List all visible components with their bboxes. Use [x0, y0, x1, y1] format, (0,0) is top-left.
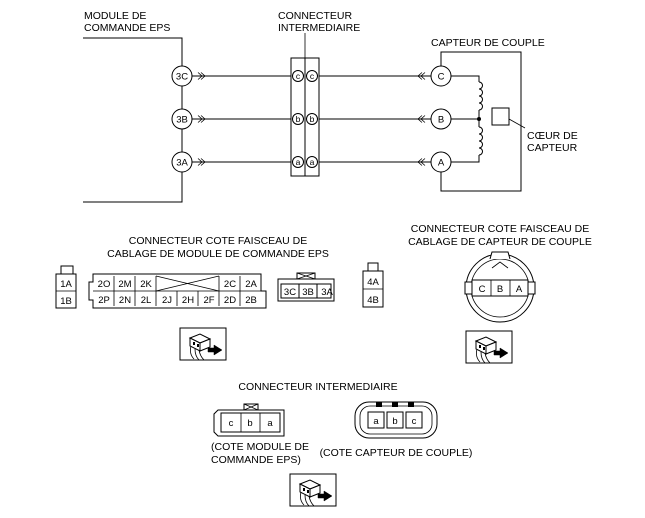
eps-module-title-1: MODULE DE: [84, 10, 146, 22]
intermediate-title-2: INTERMEDIAIRE: [278, 22, 360, 34]
connector-view-icon: [289, 473, 337, 507]
svg-text:c: c: [412, 416, 417, 427]
svg-text:a: a: [310, 157, 315, 167]
sensor-core: [491, 107, 526, 129]
svg-text:c: c: [229, 418, 234, 429]
svg-text:2J: 2J: [162, 295, 172, 306]
sensor-pin-c: C: [430, 65, 452, 87]
svg-text:2D: 2D: [224, 295, 236, 306]
svg-text:C: C: [479, 284, 486, 295]
connector-intermediate-sensor-side: a b c: [354, 401, 438, 439]
svg-text:c: c: [310, 71, 315, 81]
intermediate-pin-b: b b: [292, 113, 318, 125]
svg-text:2L: 2L: [141, 295, 152, 306]
harness-sensor-title-2: CABLAGE DE CAPTEUR DE COUPLE: [408, 236, 592, 248]
harness-eps-title-1: CONNECTEUR COTE FAISCEAU DE: [129, 235, 308, 247]
connector-view-icon: [179, 327, 227, 361]
sensor-pin-b: B: [430, 108, 452, 130]
connector-intermediate-eps-side: c b a: [213, 403, 285, 437]
svg-text:2K: 2K: [140, 279, 152, 290]
wire-c-right: [319, 72, 431, 80]
connector-view-icon: [465, 330, 513, 364]
svg-text:2N: 2N: [119, 295, 131, 306]
connector-3-pin: 3C 3B 3A: [277, 272, 335, 302]
sensor-core-label-1: CŒUR DE: [527, 130, 578, 142]
svg-text:a: a: [296, 157, 301, 167]
svg-text:B: B: [438, 115, 444, 126]
eps-pin-3b: 3B: [171, 108, 193, 130]
svg-text:2P: 2P: [98, 295, 110, 306]
svg-text:2F: 2F: [203, 295, 214, 306]
intermediate-connector-title: CONNECTEUR INTERMEDIAIRE: [238, 381, 397, 393]
connector-1a-1b: 1A 1B: [55, 265, 77, 309]
connector-4a-4b: 4A 4B: [362, 262, 384, 308]
svg-text:3C: 3C: [284, 287, 296, 298]
wire-b-left: [192, 115, 291, 123]
svg-text:3B: 3B: [176, 115, 188, 126]
svg-text:b: b: [296, 114, 301, 124]
svg-text:A: A: [516, 284, 523, 295]
harness-sensor-title-1: CONNECTEUR COTE FAISCEAU DE: [411, 223, 590, 235]
svg-text:3A: 3A: [176, 158, 188, 169]
svg-text:a: a: [373, 416, 379, 427]
svg-text:2O: 2O: [98, 279, 111, 290]
svg-text:2B: 2B: [245, 295, 257, 306]
svg-text:2A: 2A: [245, 279, 257, 290]
wire-a-right: [319, 158, 431, 166]
sensor-box: [440, 51, 522, 192]
sensor-coils: [451, 75, 483, 163]
svg-text:C: C: [438, 72, 445, 83]
svg-text:3B: 3B: [302, 287, 314, 298]
svg-text:4A: 4A: [367, 277, 379, 288]
svg-text:c: c: [296, 71, 301, 81]
svg-text:2H: 2H: [182, 295, 194, 306]
svg-text:2C: 2C: [224, 279, 236, 290]
sensor-side-caption: (COTE CAPTEUR DE COUPLE): [320, 447, 473, 459]
svg-text:2M: 2M: [118, 279, 131, 290]
eps-pin-3a: 3A: [171, 151, 193, 173]
connector-eps-main: 2O 2M 2K 2C 2A 2P 2N 2L 2J 2H 2F 2D 2B: [88, 273, 267, 309]
intermediate-pin-a: a a: [292, 156, 318, 168]
svg-text:1B: 1B: [60, 296, 72, 307]
svg-text:b: b: [310, 114, 315, 124]
eps-module-box: [83, 37, 183, 203]
sensor-pin-a: A: [430, 151, 452, 173]
wire-a-left: [192, 158, 291, 166]
svg-text:3C: 3C: [176, 72, 188, 83]
svg-text:b: b: [247, 418, 252, 429]
svg-text:a: a: [267, 418, 273, 429]
svg-text:1A: 1A: [60, 279, 72, 290]
wire-b-right: [319, 115, 431, 123]
sensor-core-label-2: CAPTEUR: [527, 142, 578, 154]
svg-text:A: A: [438, 158, 445, 169]
wire-c-left: [192, 72, 291, 80]
eps-side-caption-1: (COTE MODULE DE: [211, 441, 309, 453]
eps-module-title-2: COMMANDE EPS: [84, 22, 170, 34]
eps-pin-3c: 3C: [171, 65, 193, 87]
sensor-title: CAPTEUR DE COUPLE: [431, 37, 545, 49]
intermediate-title-1: CONNECTEUR: [278, 10, 353, 22]
svg-text:b: b: [392, 416, 397, 427]
harness-eps-title-2: CABLAGE DE MODULE DE COMMANDE EPS: [107, 248, 329, 260]
intermediate-pin-c: c c: [292, 70, 318, 82]
eps-side-caption-2: COMMANDE EPS): [211, 454, 301, 466]
svg-text:B: B: [497, 284, 503, 295]
svg-text:4B: 4B: [367, 295, 379, 306]
connector-sensor-harness: C B A: [464, 251, 536, 323]
svg-text:3A: 3A: [321, 287, 333, 298]
